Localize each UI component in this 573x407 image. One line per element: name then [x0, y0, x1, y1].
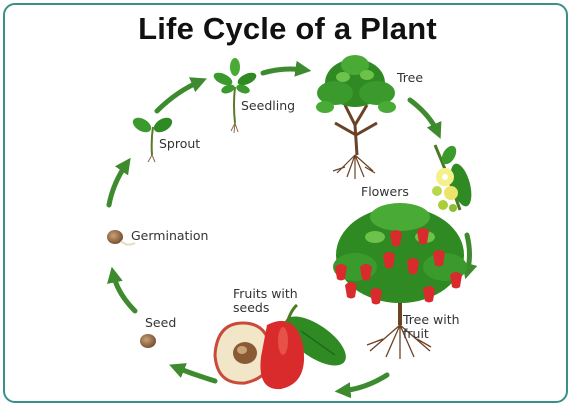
label-seed: Seed: [145, 316, 176, 330]
label-germination: Germination: [131, 229, 208, 243]
label-sprout: Sprout: [159, 137, 200, 151]
label-flowers: Flowers: [361, 185, 409, 199]
seed-illustration: [140, 334, 156, 348]
seedling-illustration: [212, 58, 258, 133]
arrow-tree-to-flowers: [410, 100, 438, 133]
arrow-seed-to-germination: [113, 273, 135, 311]
label-fruits-with-seeds: Fruits with seeds: [233, 287, 315, 315]
arrow-seedling-to-tree: [263, 69, 305, 73]
arrow-germination-to-sprout: [109, 163, 127, 205]
arrow-flowers-to-fruit-tree: [467, 235, 470, 273]
arrow-fruits-to-seed: [175, 367, 215, 381]
fruits-with-seeds-illustration: [215, 305, 354, 389]
flowers-illustration: [432, 143, 475, 212]
arrow-tree-to-fruits: [341, 375, 387, 391]
arrow-sprout-to-seedling: [157, 81, 201, 111]
tree-illustration: [316, 55, 396, 179]
label-tree-with-fruit: Tree with fruit: [403, 313, 475, 341]
diagram-frame: Life Cycle of a Plant: [3, 3, 568, 403]
life-cycle-diagram: [5, 5, 568, 403]
label-seedling: Seedling: [241, 99, 295, 113]
label-tree: Tree: [397, 71, 423, 85]
